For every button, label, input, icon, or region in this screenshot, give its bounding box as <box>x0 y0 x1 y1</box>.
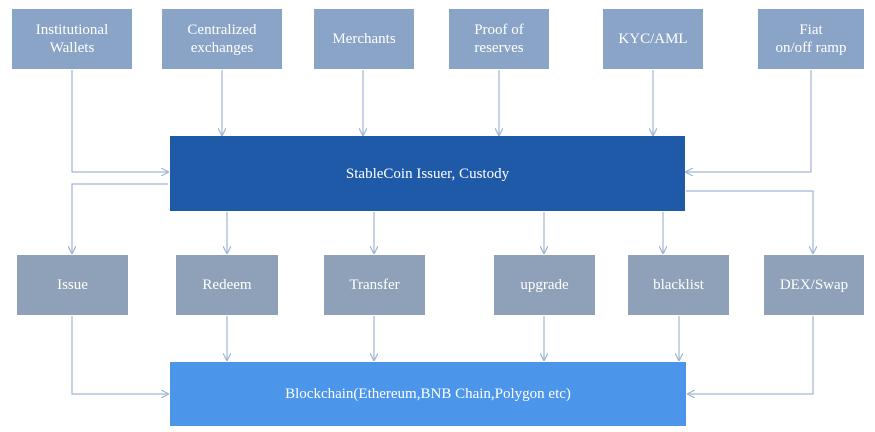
arrow-issue-to-chain <box>71 316 168 394</box>
transfer-box: Transfer <box>324 255 425 315</box>
fiat-ramp-box: Fiat on/off ramp <box>758 9 864 69</box>
dex-swap-box: DEX/Swap <box>764 255 864 315</box>
arrow-issuer-to-dex <box>686 190 813 253</box>
merchants-box: Merchants <box>314 9 414 69</box>
arrow-issuer-to-issue <box>72 183 168 253</box>
upgrade-box: upgrade <box>494 255 595 315</box>
redeem-box: Redeem <box>176 255 278 315</box>
blacklist-box: blacklist <box>628 255 729 315</box>
arrow-dex-to-chain <box>688 316 814 394</box>
blockchain-box: Blockchain(Ethereum,BNB Chain,Polygon et… <box>170 362 686 426</box>
centralized-exchanges-box: Centralized exchanges <box>162 9 282 69</box>
proof-of-reserves-box: Proof of reserves <box>449 9 549 69</box>
issue-box: Issue <box>17 255 128 315</box>
arrow-institutional-to-issuer <box>71 70 168 172</box>
arrow-fiat-to-issuer <box>686 70 812 172</box>
stablecoin-issuer-box: StableCoin Issuer, Custody <box>170 136 685 211</box>
institutional-wallets-box: Institutional Wallets <box>12 9 132 69</box>
kyc-aml-box: KYC/AML <box>603 9 703 69</box>
